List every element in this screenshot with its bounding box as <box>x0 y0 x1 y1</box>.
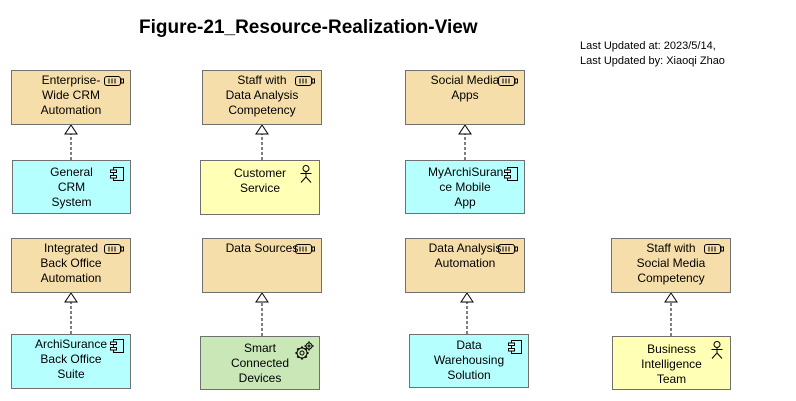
element-label: Business Intelligence Team <box>641 342 702 386</box>
last-updated-at: Last Updated at: 2023/5/14, <box>580 40 716 52</box>
element-label: Data Analysis Automation <box>428 241 502 270</box>
realization-data-analysis-competency <box>255 124 269 160</box>
element-label: Enterprise- Wide CRM Automation <box>40 73 102 117</box>
resource-staff-social-media[interactable]: Staff with Social Media Competency <box>611 238 731 293</box>
realization-data-sources <box>255 292 269 336</box>
realization-crm <box>64 124 78 160</box>
actor-icon <box>299 165 313 183</box>
realization-social-media-competency <box>664 292 678 336</box>
resource-icon <box>704 243 724 255</box>
element-label: Smart Connected Devices <box>230 341 290 385</box>
tech-smart-connected-devices[interactable]: Smart Connected Devices <box>200 336 320 390</box>
element-label: Staff with Social Media Competency <box>636 241 706 285</box>
gear-icon <box>293 340 315 362</box>
resource-data-sources[interactable]: Data Sources <box>202 238 322 293</box>
last-updated-by: Last Updated by: Xiaoqi Zhao <box>580 55 725 67</box>
resource-integrated-back-office[interactable]: Integrated Back Office Automation <box>11 238 131 293</box>
actor-customer-service[interactable]: Customer Service <box>200 160 320 215</box>
resource-icon <box>295 75 315 87</box>
component-icon <box>508 340 522 354</box>
element-label: Data Warehousing Solution <box>433 338 505 382</box>
resource-social-media-apps[interactable]: Social Media Apps <box>405 70 525 125</box>
component-icon <box>110 167 124 181</box>
app-myarchisurance-mobile[interactable]: MyArchiSuran ce Mobile App <box>405 160 525 214</box>
actor-icon <box>710 341 724 359</box>
element-label: Customer Service <box>233 166 286 195</box>
app-data-warehousing[interactable]: Data Warehousing Solution <box>409 334 529 388</box>
element-label: Staff with Data Analysis Competency <box>225 73 299 117</box>
resource-enterprise-crm-automation[interactable]: Enterprise- Wide CRM Automation <box>11 70 131 125</box>
actor-business-intelligence-team[interactable]: Business Intelligence Team <box>612 336 731 390</box>
resource-data-analysis-automation[interactable]: Data Analysis Automation <box>405 238 525 293</box>
app-archisurance-back-office[interactable]: ArchiSurance Back Office Suite <box>11 334 131 389</box>
element-label: General CRM System <box>50 165 93 209</box>
element-label: Data Sources <box>225 241 299 255</box>
element-label: Social Media Apps <box>430 73 500 102</box>
app-general-crm-system[interactable]: General CRM System <box>12 160 131 214</box>
realization-back-office <box>64 292 78 334</box>
resource-icon <box>498 243 518 255</box>
component-icon <box>110 339 124 353</box>
resource-icon <box>104 243 124 255</box>
resource-icon <box>104 75 124 87</box>
element-label: Integrated Back Office Automation <box>40 241 102 285</box>
realization-social-media-apps <box>458 124 472 160</box>
diagram-title: Figure-21_Resource-Realization-View <box>139 17 478 38</box>
resource-icon <box>498 75 518 87</box>
element-label: MyArchiSuran ce Mobile App <box>428 165 504 209</box>
component-icon <box>504 167 518 181</box>
resource-icon <box>295 243 315 255</box>
element-label: ArchiSurance Back Office Suite <box>34 337 108 381</box>
resource-staff-data-analysis[interactable]: Staff with Data Analysis Competency <box>202 70 322 125</box>
realization-data-analysis-automation <box>460 292 474 334</box>
